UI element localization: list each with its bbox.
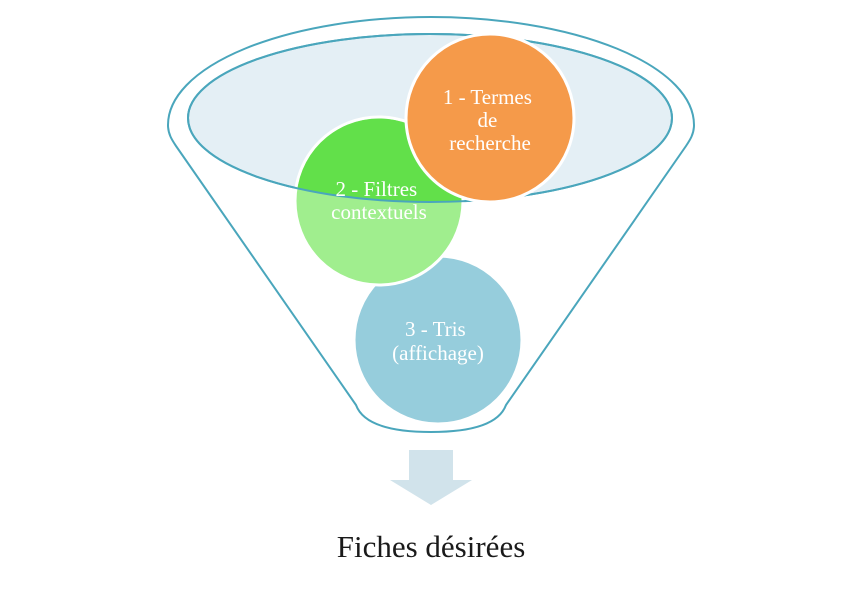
stage-3-label: 3 - Tris (affichage) — [392, 317, 484, 365]
result-label: Fiches désirées — [336, 529, 526, 564]
stage-2-label: 2 - Filtres contextuels — [331, 177, 427, 224]
funnel-rim-outline — [187, 33, 673, 203]
stage-1-label: 1 - Termes de recherche — [443, 85, 537, 155]
stage-1-circle — [404, 32, 576, 204]
down-arrow-icon — [390, 450, 472, 505]
